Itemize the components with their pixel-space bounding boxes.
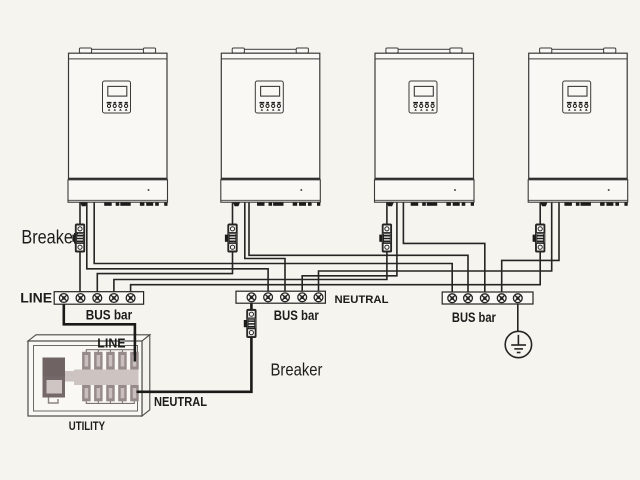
- svg-text:BUS bar: BUS bar: [274, 308, 320, 323]
- svg-text:LINE: LINE: [20, 290, 52, 306]
- svg-text:NEUTRAL: NEUTRAL: [335, 294, 389, 306]
- svg-text:Breaker: Breaker: [271, 359, 323, 379]
- svg-text:BUS bar: BUS bar: [452, 310, 497, 325]
- svg-text:LINE: LINE: [97, 335, 125, 350]
- svg-text:BUS bar: BUS bar: [86, 308, 133, 323]
- svg-text:UTILITY: UTILITY: [69, 421, 106, 433]
- svg-text:Breaker: Breaker: [21, 228, 78, 249]
- svg-text:NEUTRAL: NEUTRAL: [154, 394, 207, 409]
